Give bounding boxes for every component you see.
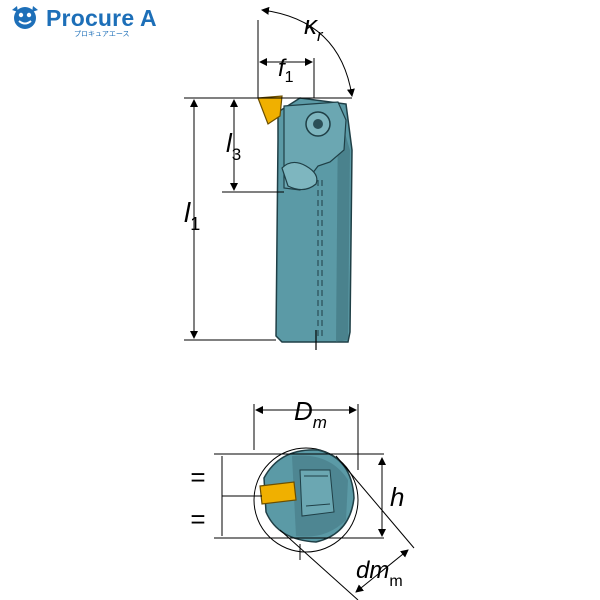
dim-dmm — [355, 549, 409, 593]
dim-kr — [261, 6, 355, 97]
label-eq-top: = — [190, 462, 205, 492]
side-view: l1 l3 f1 κr — [184, 6, 355, 350]
label-f1: f1 — [278, 55, 294, 86]
cutting-insert-end — [259, 481, 297, 505]
label-kr: κr — [304, 10, 324, 45]
label-eq-bottom: = — [190, 504, 205, 534]
label-l3: l3 — [226, 128, 241, 164]
mascot-icon — [12, 6, 38, 29]
label-h: h — [390, 482, 404, 512]
label-Dm: Dm — [294, 396, 327, 432]
label-dmm: dmm — [356, 557, 403, 590]
brand-tagline: プロキュアエース — [74, 31, 130, 38]
end-view: = = Dm h dmm — [190, 396, 415, 600]
brand-logo: Procure A — [8, 4, 157, 32]
brand-name: Procure A — [46, 4, 157, 31]
label-l1: l1 — [184, 197, 200, 234]
